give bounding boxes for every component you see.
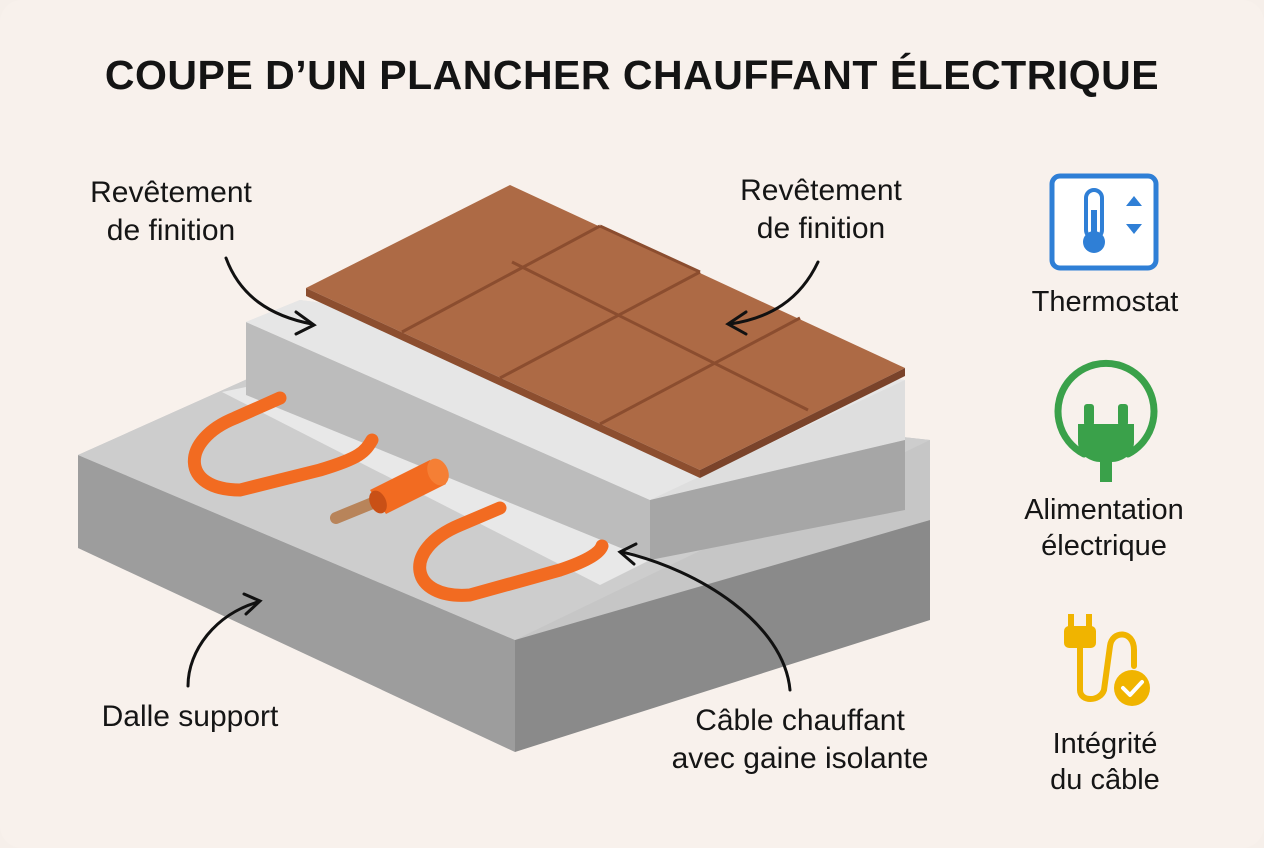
cable-check-icon [1064,614,1150,706]
arrow-head-finish-left [294,310,317,336]
label-slab: Dalle support [80,698,300,736]
label-finish-right-line1: Revêtement [740,174,902,207]
label-finish-left-line1: Revêtement [90,176,252,209]
label-cable-line2: avec gaine isolante [671,742,929,775]
legend-power-line2: électrique [1041,530,1167,562]
label-finish-right-line2: de finition [756,212,886,245]
label-finish-right: Revêtement de finition [716,172,926,248]
power-plug-icon [1054,359,1158,482]
arrow-finish-left [224,256,314,326]
label-cable-line1: Câble chauffant [695,704,905,737]
label-cable: Câble chauffant avec gaine isolante [640,702,960,778]
legend-thermostat-text: Thermostat [1031,286,1179,318]
tile-surface [306,185,905,478]
legend-thermostat-label: Thermostat [1000,284,1210,320]
arrow-slab [186,600,260,688]
cable-cutaway [330,458,449,524]
arrow-head-slab [242,592,263,616]
label-finish-left: Revêtement de finition [66,174,276,250]
legend-cable-line1: Intégrité [1052,728,1158,760]
page-title: COUPE D’UN PLANCHER CHAUFFANT ÉLECTRIQUE [104,52,1160,98]
legend-cable-label: Intégrité du câble [1000,726,1210,798]
heating-cable [187,391,609,602]
arrow-head-cable [617,542,638,566]
callout-arrows [186,256,820,692]
arrow-head-finish-right [725,310,748,336]
arrow-cable [620,550,792,692]
thermostat-icon [1049,173,1159,271]
label-finish-left-line2: de finition [106,214,236,247]
arrow-finish-right [728,260,820,326]
legend-power-line1: Alimentation [1024,494,1184,526]
legend-power-label: Alimentation électrique [996,492,1212,564]
label-slab-text: Dalle support [101,700,279,733]
legend-cable-line2: du câble [1050,764,1160,796]
